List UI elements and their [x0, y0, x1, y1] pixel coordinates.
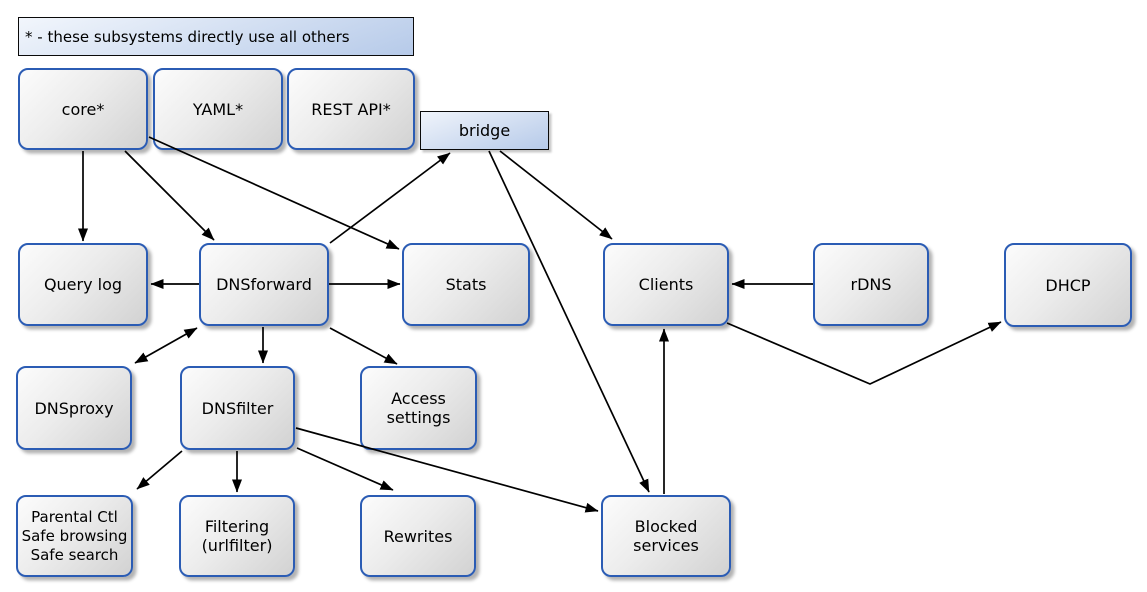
node-bridge: bridge	[420, 111, 549, 150]
node-dhcp-label: DHCP	[1045, 275, 1091, 295]
node-filtering: Filtering (urlfilter)	[179, 495, 295, 577]
edge-dnsfilter-to-rewrites	[296, 447, 394, 491]
node-dnsforward-label: DNSforward	[216, 275, 312, 294]
node-bridge-label: bridge	[458, 121, 511, 140]
edge-core-to-dnsforward	[124, 150, 215, 241]
node-dnsproxy-label: DNSproxy	[34, 398, 114, 418]
node-stats-label: Stats	[445, 275, 487, 294]
node-yaml: YAML*	[153, 68, 283, 150]
node-dnsfilter: DNSfilter	[180, 366, 295, 450]
node-access-settings: Access settings	[360, 366, 477, 450]
node-access-settings-label: Access settings	[386, 389, 451, 427]
legend-text: * - these subsystems directly use all ot…	[25, 27, 350, 46]
node-rest-api: REST API*	[287, 68, 415, 150]
node-core-label: core*	[61, 99, 105, 119]
node-dnsforward: DNSforward	[199, 243, 329, 326]
node-dnsfilter-label: DNSfilter	[201, 398, 274, 418]
node-dhcp: DHCP	[1004, 243, 1132, 327]
node-rewrites-label: Rewrites	[383, 526, 453, 546]
edge-dnsforward-to-dnsproxy	[134, 327, 198, 364]
node-rewrites: Rewrites	[360, 495, 476, 577]
node-blocked-services: Blocked services	[601, 495, 731, 577]
node-core: core*	[18, 68, 148, 150]
node-yaml-label: YAML*	[192, 99, 244, 119]
node-query-log-label: Query log	[43, 275, 123, 294]
node-stats: Stats	[402, 243, 530, 326]
node-filtering-label: Filtering (urlfilter)	[201, 517, 273, 555]
node-parental-safe-label: Parental Ctl Safe browsing Safe search	[21, 507, 128, 564]
edge-dnsforward-to-bridge	[329, 152, 451, 244]
edge-dnsforward-to-access	[329, 327, 398, 365]
node-blocked-services-label: Blocked services	[633, 517, 699, 555]
node-rdns-label: rDNS	[850, 275, 892, 294]
edge-bridge-to-clients	[499, 150, 613, 240]
node-query-log: Query log	[18, 243, 148, 326]
node-rest-api-label: REST API*	[311, 99, 391, 119]
node-parental-safe: Parental Ctl Safe browsing Safe search	[16, 495, 133, 577]
edge-core-to-stats	[148, 136, 400, 250]
edge-clients-to-dhcp	[726, 321, 1002, 385]
edge-dnsfilter-to-parental	[136, 450, 183, 490]
node-dnsproxy: DNSproxy	[16, 366, 132, 450]
node-clients: Clients	[603, 243, 729, 326]
node-rdns: rDNS	[813, 243, 929, 326]
node-clients-label: Clients	[638, 275, 694, 294]
legend-note: * - these subsystems directly use all ot…	[18, 17, 414, 56]
